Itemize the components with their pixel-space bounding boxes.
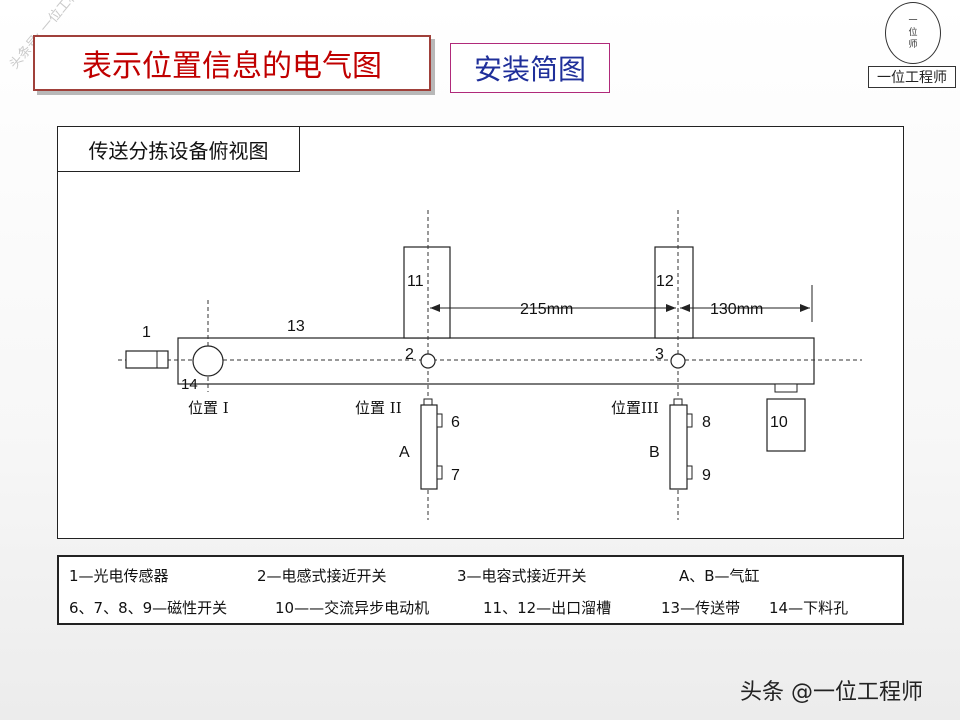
label-14: 14 xyxy=(181,376,198,393)
label-dim-215: 215mm xyxy=(520,301,573,318)
label-pos3: 位置III xyxy=(611,399,659,417)
cylinder-b xyxy=(669,404,688,490)
legend-item: 10——交流异步电动机 xyxy=(275,599,430,617)
label-7: 7 xyxy=(451,467,460,484)
label-2: 2 xyxy=(405,346,414,363)
label-pos2: 位置 II xyxy=(355,399,402,417)
diagram-frame xyxy=(57,126,904,539)
capacitive-sensor xyxy=(670,353,686,369)
label-9: 9 xyxy=(702,467,711,484)
label-8: 8 xyxy=(702,414,711,431)
cylinder-b-rod xyxy=(673,398,683,406)
main-title: 表示位置信息的电气图 xyxy=(33,35,431,91)
label-dim-130: 130mm xyxy=(710,301,763,318)
legend-item: 11、12—出口溜槽 xyxy=(483,599,612,617)
label-1: 1 xyxy=(142,324,151,341)
logo-seal: 一位师 xyxy=(885,2,941,64)
chute-11 xyxy=(403,246,451,339)
label-6: 6 xyxy=(451,414,460,431)
diagram-title: 传送分拣设备俯视图 xyxy=(57,126,300,172)
label-11: 11 xyxy=(407,273,424,290)
motor-shaft xyxy=(774,383,798,393)
label-10: 10 xyxy=(770,414,788,431)
conveyor-belt xyxy=(177,337,815,385)
legend-item: A、B—气缸 xyxy=(679,567,760,585)
inductive-sensor xyxy=(420,353,436,369)
label-a: A xyxy=(399,444,410,461)
label-3: 3 xyxy=(655,346,664,363)
photo-sensor xyxy=(125,350,169,369)
magnetic-switch-8 xyxy=(686,413,693,428)
feed-hole xyxy=(192,345,224,377)
legend-item: 1—光电传感器 xyxy=(69,567,169,585)
cylinder-a-rod xyxy=(423,398,433,406)
magnetic-switch-6 xyxy=(436,413,443,428)
footer-watermark: 头条 @一位工程师 xyxy=(740,680,923,705)
logo-label: 一位工程师 xyxy=(868,66,956,88)
legend-item: 3—电容式接近开关 xyxy=(457,567,587,585)
legend-item: 13—传送带 xyxy=(661,599,741,617)
label-b: B xyxy=(649,444,660,461)
chute-12 xyxy=(654,246,694,339)
motor xyxy=(766,398,806,452)
legend-item: 2—电感式接近开关 xyxy=(257,567,387,585)
label-13: 13 xyxy=(287,318,305,335)
magnetic-switch-9 xyxy=(686,465,693,480)
legend-item: 14—下料孔 xyxy=(769,599,849,617)
cylinder-a xyxy=(420,404,438,490)
label-12: 12 xyxy=(656,273,674,290)
sub-title: 安装简图 xyxy=(450,43,610,93)
legend: 1—光电传感器 2—电感式接近开关 3—电容式接近开关 A、B—气缸 6、7、8… xyxy=(57,555,904,625)
logo: 一位师 一位工程师 xyxy=(866,0,958,92)
magnetic-switch-7 xyxy=(436,465,443,480)
legend-item: 6、7、8、9—磁性开关 xyxy=(69,599,228,617)
label-pos1: 位置 I xyxy=(188,399,229,417)
